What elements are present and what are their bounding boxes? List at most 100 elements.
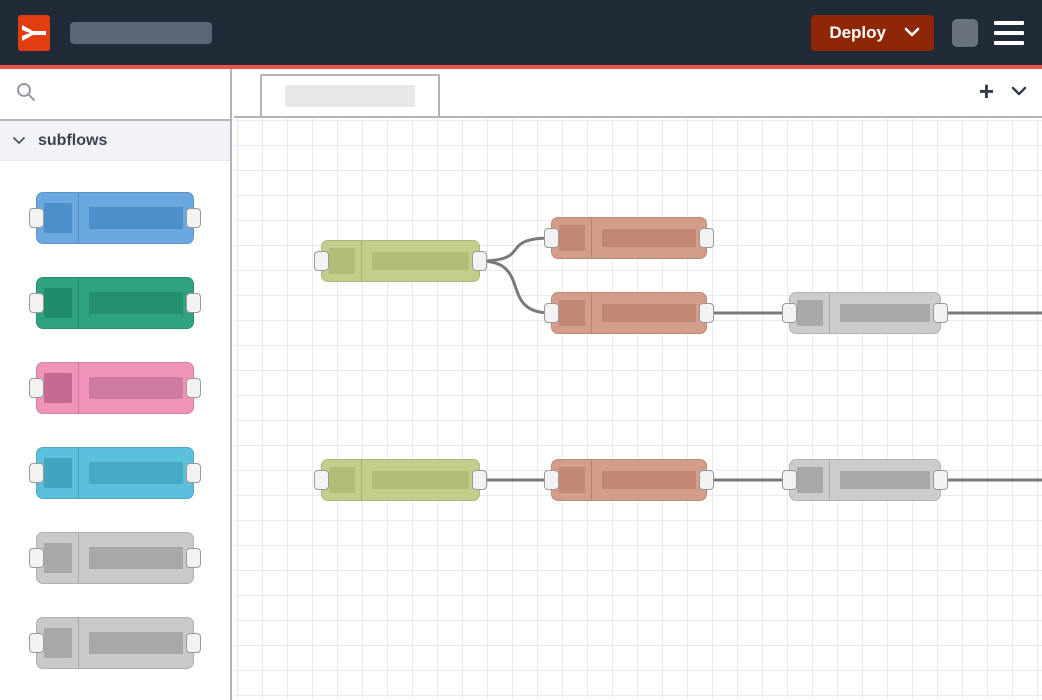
- hamburger-menu-icon[interactable]: [994, 20, 1024, 45]
- palette-node-item[interactable]: [0, 175, 230, 260]
- palette-node-5[interactable]: [29, 531, 201, 584]
- node-input-port[interactable]: [782, 470, 797, 490]
- node-label-redacted: [89, 461, 183, 484]
- node-type-icon: [328, 248, 355, 274]
- palette-node-item[interactable]: [0, 260, 230, 345]
- palette-node-3[interactable]: [29, 361, 201, 414]
- node-input-port[interactable]: [29, 462, 44, 483]
- flow-node-salmon-1[interactable]: [544, 217, 714, 259]
- node-output-port[interactable]: [699, 303, 714, 323]
- node-type-icon: [43, 627, 72, 658]
- wire-green1-salmon1[interactable]: [479, 236, 552, 263]
- header-accent-line: [0, 65, 1042, 69]
- flow-node-gray-2[interactable]: [782, 459, 948, 501]
- palette-node-item[interactable]: [0, 345, 230, 430]
- node-label-redacted: [840, 471, 930, 489]
- node-label-redacted: [602, 471, 696, 489]
- flow-node-salmon-2[interactable]: [544, 292, 714, 334]
- node-output-port[interactable]: [186, 462, 201, 483]
- search-icon[interactable]: [16, 82, 36, 107]
- hamburger-bar: [994, 40, 1024, 45]
- node-output-port[interactable]: [933, 303, 948, 323]
- node-icon-cell: [322, 241, 362, 281]
- node-icon-cell: [37, 277, 79, 328]
- palette-node-item[interactable]: [0, 600, 230, 685]
- plus-icon[interactable]: +: [978, 76, 994, 106]
- palette-node-4[interactable]: [29, 446, 201, 499]
- node-label-redacted: [602, 229, 696, 247]
- flow-node-green-1[interactable]: [314, 240, 487, 282]
- node-label-redacted: [89, 376, 183, 399]
- palette-node-item[interactable]: [0, 430, 230, 515]
- node-label-redacted: [89, 546, 183, 569]
- palette-node-1[interactable]: [29, 191, 201, 244]
- node-red-logo-glyph: [22, 24, 46, 41]
- node-input-port[interactable]: [782, 303, 797, 323]
- node-body: [830, 293, 940, 333]
- node-type-icon: [43, 372, 72, 403]
- chevron-down-icon[interactable]: [1010, 86, 1028, 97]
- node-body: [592, 460, 706, 500]
- chevron-down-icon[interactable]: [904, 27, 920, 38]
- palette-search-bar[interactable]: [0, 69, 230, 121]
- node-output-port[interactable]: [472, 470, 487, 490]
- node-label-redacted: [89, 291, 183, 314]
- user-menu-button[interactable]: [952, 18, 978, 47]
- node-output-port[interactable]: [186, 377, 201, 398]
- node-input-port[interactable]: [544, 228, 559, 248]
- node-label-redacted: [89, 206, 183, 229]
- app-header: Deploy: [0, 0, 1042, 65]
- node-output-port[interactable]: [933, 470, 948, 490]
- flow-canvas[interactable]: [234, 118, 1042, 698]
- tab-bar-tools: +: [978, 76, 1028, 106]
- node-output-port[interactable]: [186, 632, 201, 653]
- node-type-icon: [43, 542, 72, 573]
- node-type-icon: [328, 467, 355, 493]
- palette-node-item[interactable]: [0, 515, 230, 600]
- node-type-icon: [558, 225, 585, 251]
- palette-category-subflows[interactable]: subflows: [0, 121, 230, 161]
- flow-node-gray-1[interactable]: [782, 292, 948, 334]
- node-input-port[interactable]: [29, 377, 44, 398]
- node-body: [79, 448, 193, 498]
- node-input-port[interactable]: [544, 470, 559, 490]
- node-icon-cell: [552, 293, 592, 333]
- deploy-button-label: Deploy: [829, 22, 886, 42]
- node-type-icon: [43, 457, 72, 488]
- palette-node-6[interactable]: [29, 616, 201, 669]
- flow-tab-label-redacted: [285, 85, 415, 107]
- node-label-redacted: [372, 252, 469, 270]
- node-type-icon: [796, 300, 823, 326]
- node-icon-cell: [322, 460, 362, 500]
- node-input-port[interactable]: [314, 251, 329, 271]
- node-label-redacted: [372, 471, 469, 489]
- node-red-logo: [18, 14, 50, 51]
- node-output-port[interactable]: [186, 207, 201, 228]
- flow-node-green-2[interactable]: [314, 459, 487, 501]
- node-output-port[interactable]: [186, 292, 201, 313]
- palette-category-label: subflows: [38, 131, 108, 149]
- node-output-port[interactable]: [186, 547, 201, 568]
- chevron-down-icon[interactable]: [12, 136, 26, 145]
- node-type-icon: [43, 287, 72, 318]
- flow-tab-1[interactable]: [260, 74, 440, 116]
- flow-node-salmon-3[interactable]: [544, 459, 714, 501]
- node-output-port[interactable]: [699, 228, 714, 248]
- node-icon-cell: [552, 460, 592, 500]
- flow-tab-bar: +: [234, 69, 1042, 118]
- node-body: [79, 193, 193, 243]
- node-input-port[interactable]: [29, 547, 44, 568]
- node-body: [830, 460, 940, 500]
- app-title-redacted: [70, 21, 212, 44]
- deploy-button[interactable]: Deploy: [811, 14, 934, 51]
- node-output-port[interactable]: [699, 470, 714, 490]
- node-input-port[interactable]: [29, 632, 44, 653]
- palette-node-2[interactable]: [29, 276, 201, 329]
- node-input-port[interactable]: [314, 470, 329, 490]
- node-input-port[interactable]: [29, 207, 44, 228]
- node-input-port[interactable]: [544, 303, 559, 323]
- node-output-port[interactable]: [472, 251, 487, 271]
- wire-green1-salmon2[interactable]: [479, 259, 552, 315]
- node-input-port[interactable]: [29, 292, 44, 313]
- node-type-icon: [558, 300, 585, 326]
